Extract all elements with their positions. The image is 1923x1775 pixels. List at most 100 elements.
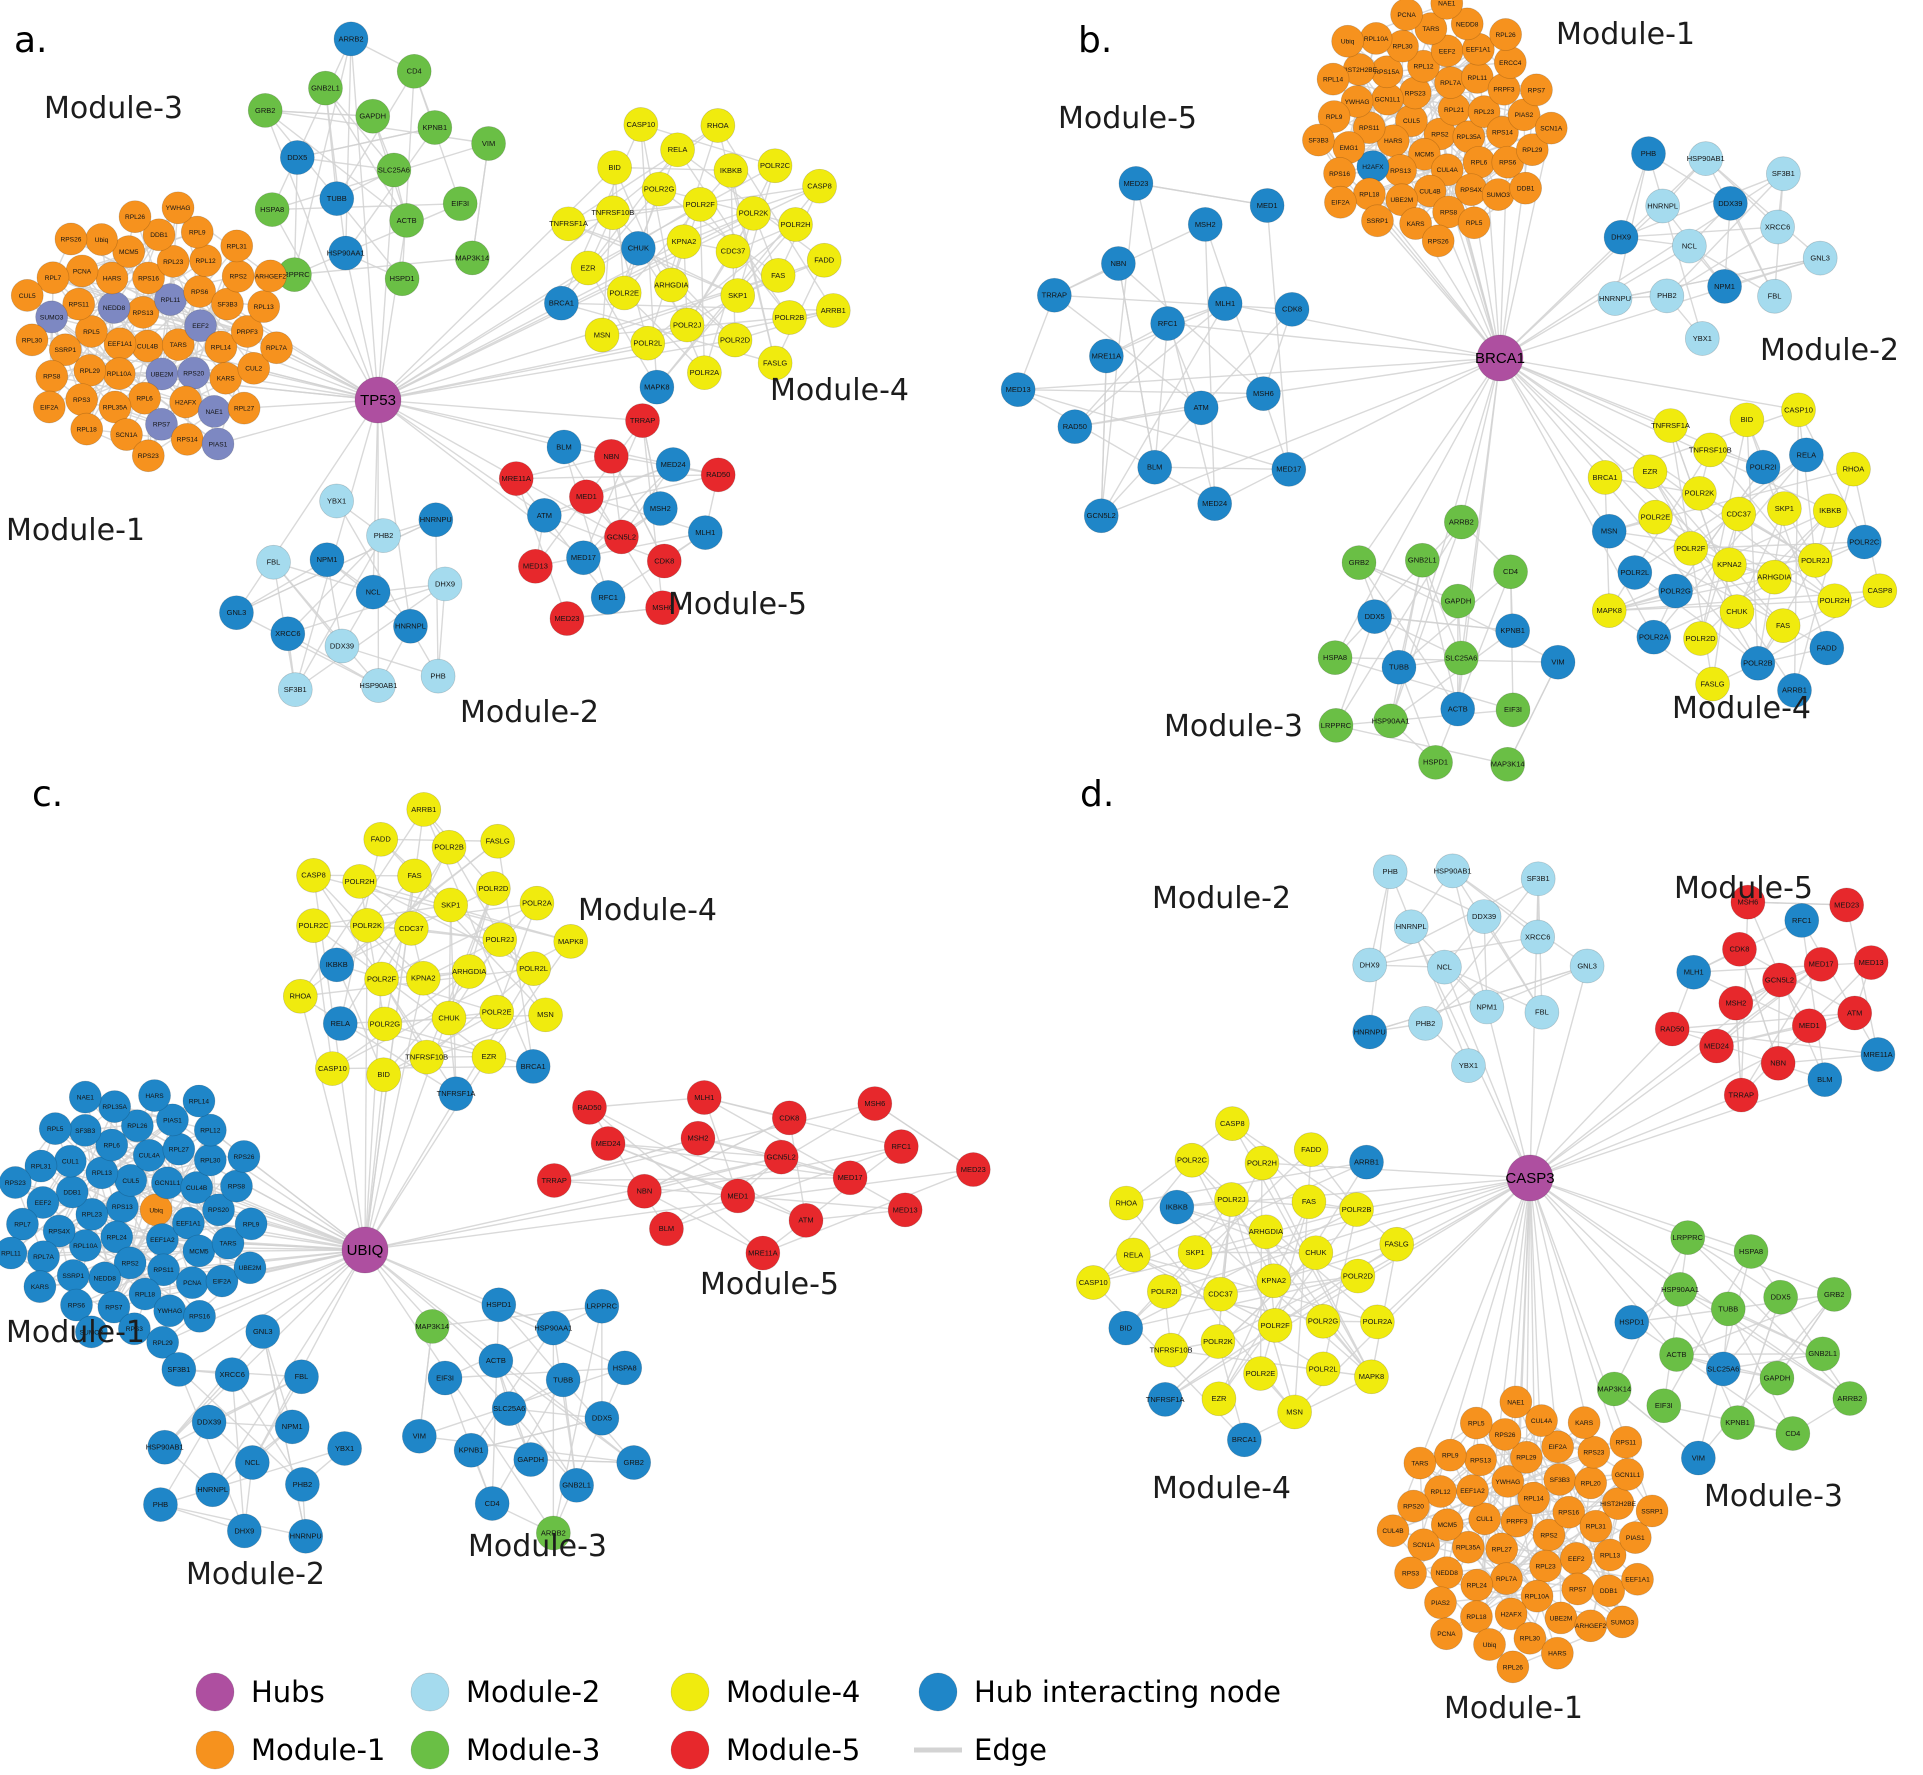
node-label: NCL bbox=[1437, 963, 1452, 972]
node-label: KPNA2 bbox=[1717, 560, 1742, 569]
node-label: KPNA2 bbox=[1261, 1276, 1286, 1285]
node-label: BLM bbox=[556, 442, 571, 451]
node-ATM bbox=[526, 498, 562, 533]
node-label: RPS20 bbox=[208, 1207, 229, 1214]
edge bbox=[377, 274, 779, 401]
panel-letter: d. bbox=[1080, 774, 1114, 815]
node-label: SCN1A bbox=[115, 432, 138, 439]
edge bbox=[640, 123, 776, 167]
node-label: RPL20 bbox=[1581, 1480, 1601, 1487]
node-EZR bbox=[570, 250, 606, 286]
node-label: POLR2C bbox=[299, 921, 330, 930]
node-MED17 bbox=[832, 1160, 868, 1196]
node-PIAS2 bbox=[1424, 1586, 1457, 1620]
edge bbox=[324, 88, 347, 254]
node-label: KARS bbox=[31, 1284, 50, 1291]
node-label: CD4 bbox=[1785, 1429, 1800, 1438]
node-label: RPS23 bbox=[5, 1180, 26, 1187]
node-label: CDK8 bbox=[779, 1113, 799, 1122]
node-BID bbox=[597, 150, 632, 185]
edge bbox=[1529, 1177, 1595, 1453]
edge bbox=[1672, 1012, 1855, 1030]
edge bbox=[544, 474, 719, 517]
edge bbox=[1214, 357, 1501, 505]
node-label: HSP90AA1 bbox=[1372, 716, 1410, 725]
edge bbox=[589, 1106, 807, 1221]
node-label: HSPD1 bbox=[1423, 758, 1448, 767]
node-label: BID bbox=[608, 163, 621, 172]
node-label: MSH6 bbox=[652, 603, 673, 612]
edge bbox=[1452, 870, 1543, 1013]
node-label: RPS7 bbox=[1528, 87, 1546, 94]
node-label: NCL bbox=[366, 587, 381, 596]
node-MCM5 bbox=[112, 235, 146, 268]
node-MED1 bbox=[720, 1178, 756, 1214]
node-GAPDH bbox=[1759, 1360, 1795, 1396]
module-label-module-3: Module-3 bbox=[44, 91, 183, 126]
node-MSH2 bbox=[680, 1120, 716, 1156]
node-label: HSP90AB1 bbox=[359, 681, 397, 690]
node-label: PCNA bbox=[1437, 1631, 1456, 1638]
edge bbox=[1529, 1078, 1826, 1179]
edge bbox=[788, 1117, 807, 1221]
node-label: EZR bbox=[1643, 467, 1659, 476]
node-RPL12 bbox=[193, 1113, 227, 1147]
node-label: PCNA bbox=[183, 1280, 202, 1287]
node-label: RPL18 bbox=[77, 426, 97, 433]
node-MED17 bbox=[1803, 946, 1839, 982]
node-POLR2H bbox=[778, 207, 813, 242]
node-CDK8 bbox=[646, 543, 682, 579]
edge bbox=[294, 203, 461, 276]
node-label: MED1 bbox=[1799, 1021, 1820, 1030]
node-RHOA bbox=[1108, 1185, 1144, 1221]
node-label: EEF2 bbox=[1568, 1556, 1585, 1563]
node-label: RPL23 bbox=[1535, 1564, 1555, 1571]
node-label: ARHGDIA bbox=[1249, 1227, 1283, 1236]
node-XRCC6 bbox=[1520, 919, 1556, 955]
node-label: IKBKB bbox=[720, 166, 742, 175]
node-ATM bbox=[788, 1202, 824, 1238]
node-label: RPL23 bbox=[163, 259, 183, 266]
node-PHB2 bbox=[1649, 278, 1685, 314]
node-label: FADD bbox=[371, 835, 392, 844]
node-RPS23 bbox=[131, 439, 165, 473]
edge bbox=[243, 1155, 366, 1251]
node-SLC25A6 bbox=[376, 152, 412, 188]
node-label: SF3B3 bbox=[1550, 1477, 1570, 1484]
edge bbox=[1266, 205, 1290, 470]
node-label: EIF3I bbox=[436, 1373, 454, 1382]
node-CUL4A bbox=[1430, 153, 1464, 187]
edge bbox=[1443, 966, 1531, 1179]
node-EEF2 bbox=[26, 1186, 60, 1219]
node-label: KPNA2 bbox=[672, 237, 697, 246]
node-MCM5 bbox=[1408, 137, 1441, 171]
node-HNRNPL bbox=[1645, 188, 1680, 224]
node-label: DDB1 bbox=[1517, 186, 1535, 193]
legend-label: Hubs bbox=[251, 1675, 325, 1709]
node-SKP1 bbox=[1767, 491, 1802, 526]
node-RPL5 bbox=[75, 315, 108, 348]
node-label: ARHGEF2 bbox=[1575, 1623, 1606, 1630]
edge bbox=[1167, 322, 1501, 359]
node-TRRAP bbox=[625, 403, 660, 438]
node-GAPDH bbox=[355, 98, 391, 134]
node-label: ACTB bbox=[486, 1356, 506, 1365]
node-label: CD4 bbox=[485, 1499, 500, 1508]
node-label: HNRNPU bbox=[420, 515, 452, 524]
node-label: BLM bbox=[1817, 1075, 1832, 1084]
node-label: RPL6 bbox=[103, 1142, 120, 1149]
node-YBX1 bbox=[319, 483, 354, 519]
node-GNB2L1 bbox=[1805, 1336, 1841, 1372]
node-RPS23 bbox=[0, 1166, 32, 1199]
node-RELA bbox=[660, 132, 695, 168]
node-PHB2 bbox=[1408, 1006, 1443, 1041]
node-label: HNRNPL bbox=[395, 622, 426, 631]
node-SKP1 bbox=[433, 887, 469, 923]
node-TUBB bbox=[1710, 1291, 1746, 1327]
node-label: MED17 bbox=[1809, 960, 1834, 969]
node-label: EIF2A bbox=[40, 404, 59, 411]
node-label: RPS15A bbox=[1374, 69, 1400, 76]
node-label: FAS bbox=[1302, 1197, 1316, 1206]
node-MSN bbox=[1591, 513, 1627, 549]
node-label: VIM bbox=[482, 139, 495, 148]
